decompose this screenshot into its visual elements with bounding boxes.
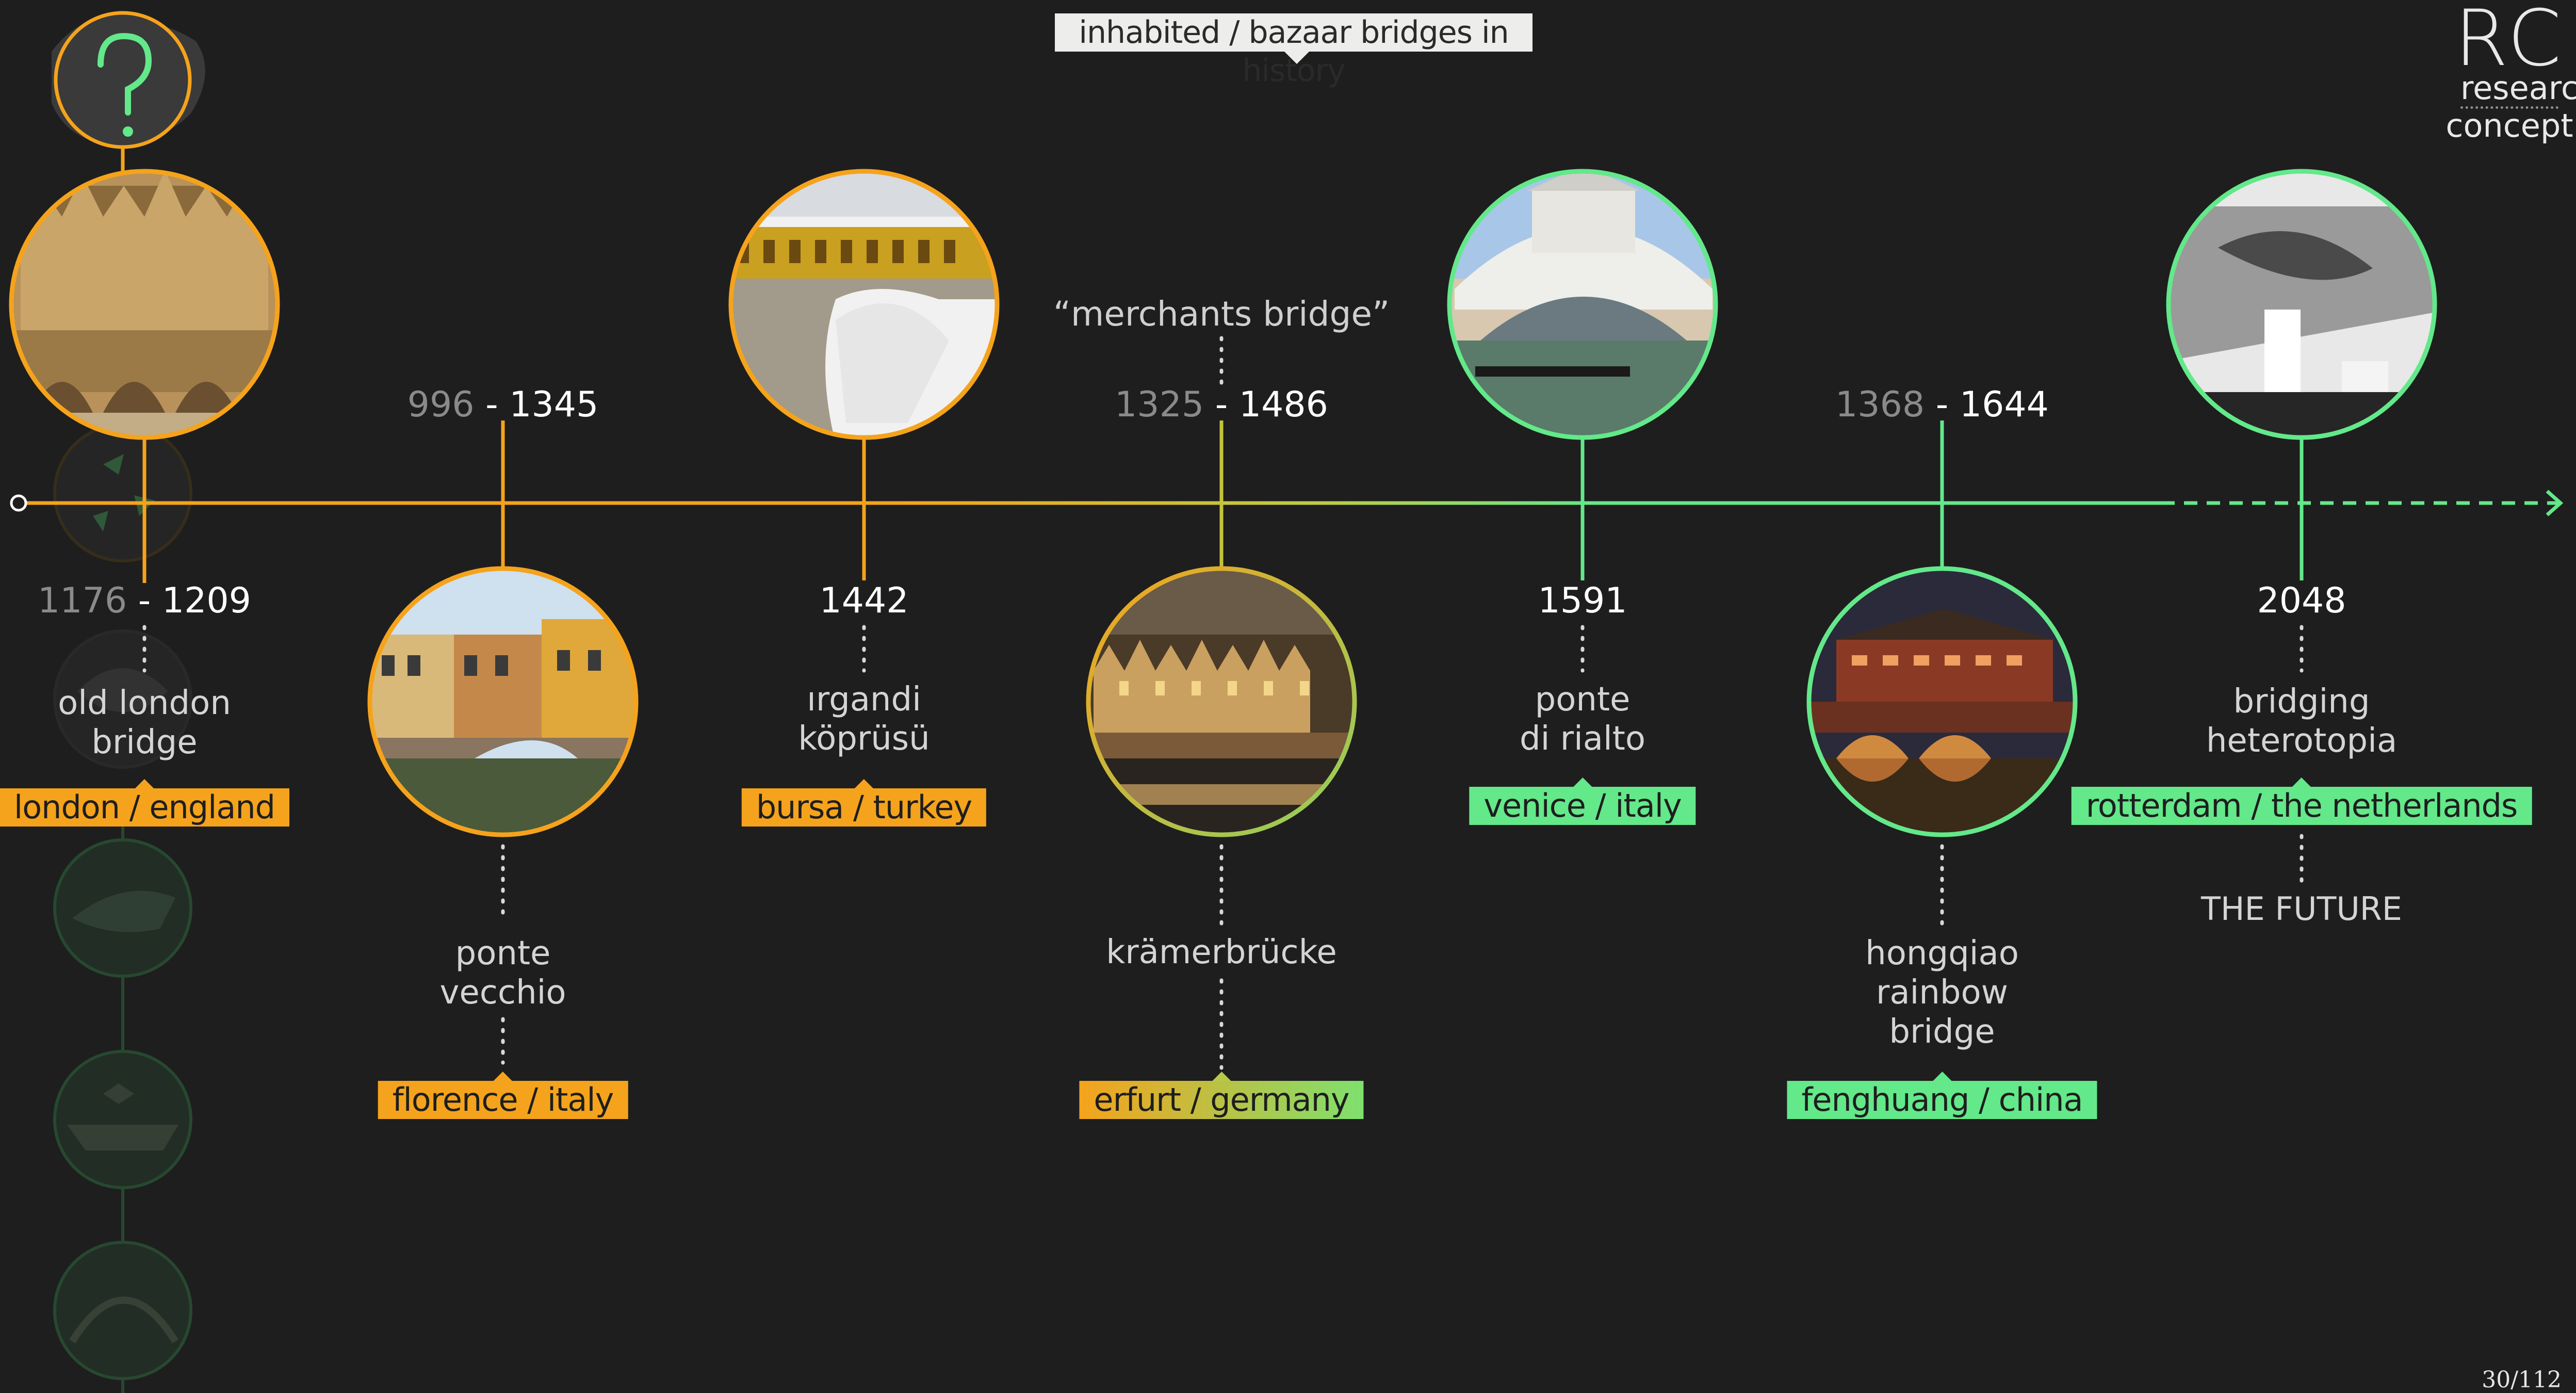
connectors: [142, 420, 2304, 583]
bridge-name-rialto: ponte di rialto: [1519, 681, 1646, 758]
rialto-bridge-photo: [1449, 171, 1716, 438]
location-tag-rotterdam: rotterdam / the netherlands: [2071, 778, 2532, 825]
bridge-name-ponte-vecchio: ponte vecchio: [439, 934, 566, 1012]
year-irgandi: 1442: [819, 580, 909, 621]
old-london-bridge-photo: [11, 171, 278, 438]
year-rialto: 1591: [1538, 580, 1627, 621]
location-tag-london: london / england: [0, 779, 290, 827]
future-note: THE FUTURE: [2201, 890, 2402, 928]
logo-mark: RC: [2454, 0, 2565, 72]
compass-icon: [53, 423, 192, 562]
dotted-leaders: [142, 336, 2304, 1070]
location-tag-venice: venice / italy: [1469, 778, 1696, 825]
bridge-name-irgandi: ırgandi köprüsü: [798, 681, 930, 758]
ponte-vecchio-photo: [370, 569, 636, 835]
location-tag-erfurt: erfurt / germany: [1079, 1072, 1364, 1119]
bridge-name-hongqiao: hongqiao rainbow bridge: [1865, 934, 2019, 1051]
logo-line-concept: concept: [2445, 107, 2573, 144]
research-concept-logo: RC research concept: [2445, 0, 2576, 144]
title-pointer: [1284, 52, 1309, 64]
year-range-ponte-vecchio: 996 - 1345: [407, 384, 599, 425]
page-number: 30/112: [2482, 1367, 2562, 1393]
year-range-old-london: 1176 - 1209: [38, 580, 251, 621]
page-title: inhabited / bazaar bridges in history: [1055, 13, 1532, 89]
quote-merchants-bridge: “merchants bridge”: [1053, 294, 1390, 334]
bridge-name-kramerbrucke: krämerbrücke: [1106, 933, 1337, 971]
year-range-kramerbrucke: 1325 - 1486: [1115, 384, 1328, 425]
location-tag-fenghuang: fenghuang / china: [1787, 1072, 2097, 1119]
location-tag-florence: florence / italy: [378, 1072, 628, 1119]
year-heterotopia: 2048: [2257, 580, 2346, 621]
timeline-start-marker: [10, 494, 27, 512]
future-model-render: [2169, 171, 2435, 438]
ship-icon: [53, 1050, 192, 1189]
tunnel-icon: [53, 1241, 192, 1380]
irgandi-bridge-photo: [731, 171, 997, 438]
bridge-name-old-london: old london bridge: [58, 684, 231, 762]
side-icon-column: [53, 423, 192, 1393]
location-tag-bursa: bursa / turkey: [741, 779, 987, 827]
bridge-name-heterotopia: bridging heterotopia: [2206, 683, 2398, 760]
logo-line-research: research: [2460, 72, 2576, 109]
timeline-axis: [10, 490, 2564, 516]
year-range-hongqiao: 1368 - 1644: [1835, 384, 2049, 425]
question-icon: [52, 11, 205, 171]
